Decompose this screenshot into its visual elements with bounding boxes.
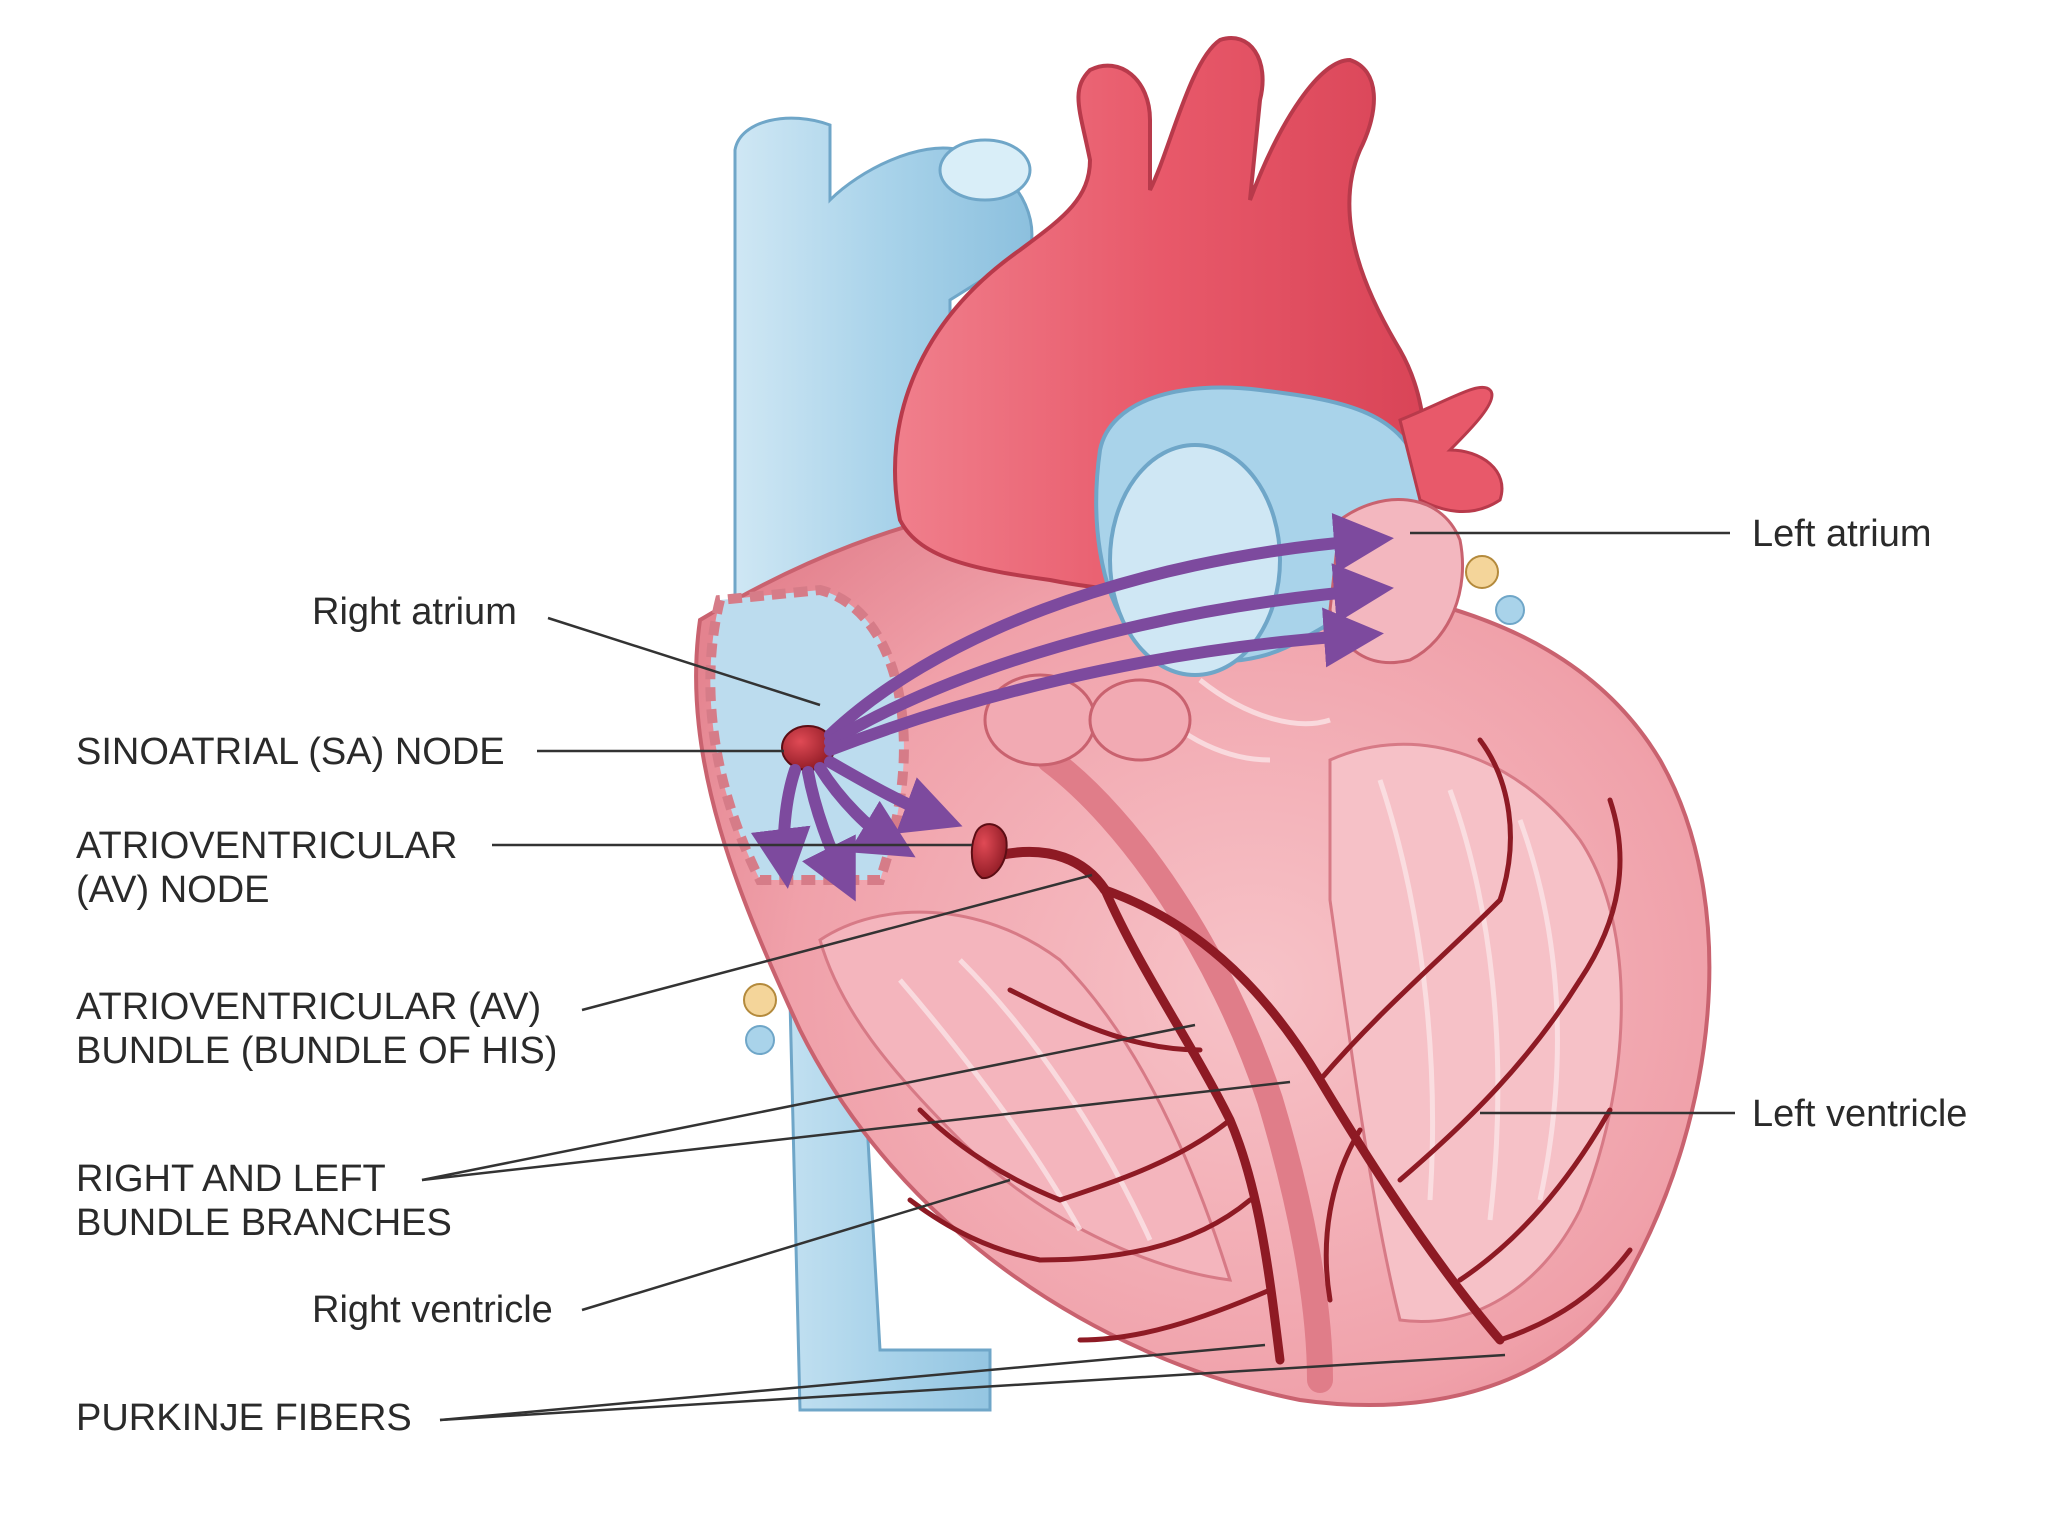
leader-bundle-branch-left [421, 1080, 1291, 1182]
label-av-node-line1: ATRIOVENTRICULAR [76, 825, 458, 867]
conduction-system [907, 737, 1633, 1365]
purkinje-fibers [907, 737, 1633, 1343]
mitral-valve-ring [1088, 678, 1192, 762]
av-bundle [995, 847, 1110, 895]
label-bundle-branches-line1: RIGHT AND LEFT [76, 1158, 386, 1200]
label-av-node-line2: (AV) NODE [76, 869, 270, 911]
leader-right-atrium [547, 616, 821, 707]
pulmonary-veins [1398, 385, 1504, 514]
label-purkinje-fibers: PURKINJE FIBERS [76, 1396, 412, 1440]
sa-to-av-signals [750, 756, 963, 902]
label-left-atrium: Left atrium [1752, 512, 1932, 556]
label-right-atrium-text: Right atrium [312, 591, 517, 633]
vena-cava-branch-opening [938, 138, 1032, 202]
label-bundle-branches-line2: BUNDLE BRANCHES [76, 1202, 452, 1244]
label-av-bundle-line1: ATRIOVENTRICULAR (AV) [76, 986, 542, 1028]
label-left-atrium-text: Left atrium [1752, 513, 1932, 555]
leader-bundle-branch-right [421, 1023, 1196, 1182]
label-av-node: ATRIOVENTRICULAR (AV) NODE [76, 824, 457, 912]
label-av-bundle: ATRIOVENTRICULAR (AV) BUNDLE (BUNDLE OF … [76, 985, 557, 1073]
trabeculae [898, 678, 1560, 1242]
label-left-ventricle: Left ventricle [1752, 1092, 1967, 1136]
av-node [970, 823, 1008, 880]
label-av-bundle-line2: BUNDLE (BUNDLE OF HIS) [76, 1030, 558, 1072]
leader-av-bundle [581, 873, 1093, 1012]
label-sa-node-text: SINOATRIAL (SA) NODE [76, 731, 505, 773]
leader-lines [421, 531, 1735, 1422]
label-left-ventricle-text: Left ventricle [1752, 1093, 1968, 1135]
sa-to-left-atrium-signals [824, 512, 1394, 756]
coronary-vessels [743, 555, 1525, 1055]
label-purkinje-fibers-text: PURKINJE FIBERS [76, 1397, 412, 1439]
label-sa-node: SINOATRIAL (SA) NODE [76, 730, 505, 774]
label-bundle-branches: RIGHT AND LEFT BUNDLE BRANCHES [76, 1157, 452, 1245]
leader-purkinje-1 [439, 1343, 1266, 1422]
leader-right-ventricle [581, 1178, 1011, 1312]
leader-purkinje-2 [439, 1353, 1506, 1422]
label-right-atrium: Right atrium [312, 590, 517, 634]
interventricular-septum [1037, 747, 1333, 1393]
label-right-ventricle-text: Right ventricle [312, 1289, 553, 1331]
label-right-ventricle: Right ventricle [312, 1288, 553, 1332]
